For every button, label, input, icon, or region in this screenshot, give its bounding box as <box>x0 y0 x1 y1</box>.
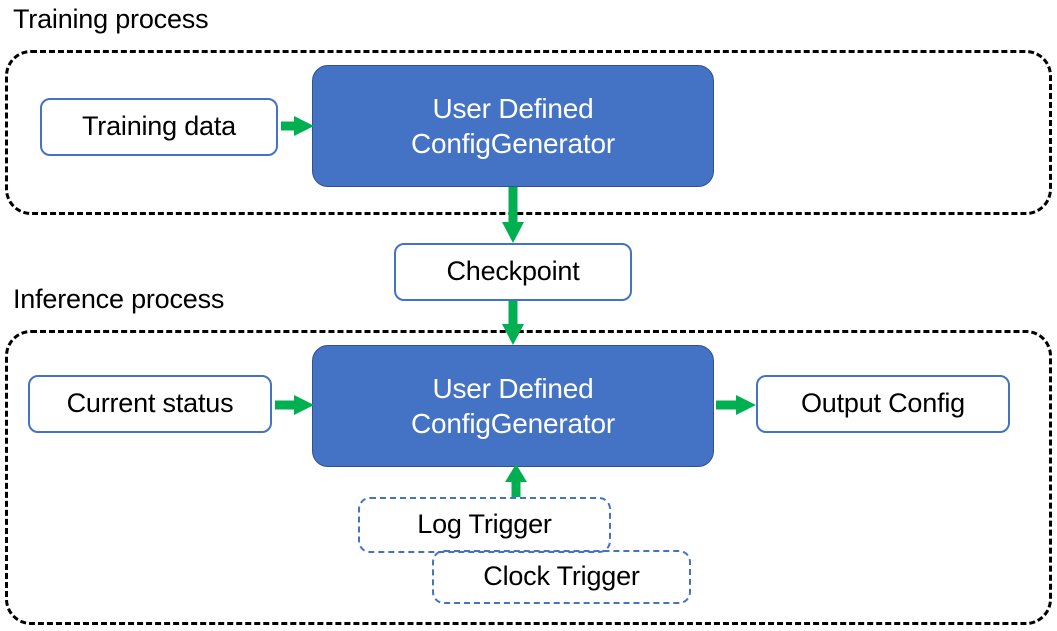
node-udcg-training-line1: User Defined <box>432 93 594 124</box>
node-checkpoint[interactable]: Checkpoint <box>394 243 632 301</box>
inference-process-caption: Inference process <box>13 284 225 314</box>
node-checkpoint-label: Checkpoint <box>446 256 580 287</box>
node-user-defined-configgenerator-training[interactable]: User Defined ConfigGenerator <box>312 65 714 187</box>
node-log-trigger[interactable]: Log Trigger <box>358 497 611 553</box>
node-udcg-inference-line1: User Defined <box>432 373 594 404</box>
node-clock-trigger[interactable]: Clock Trigger <box>432 550 691 604</box>
node-output-config[interactable]: Output Config <box>756 375 1010 433</box>
inference-process-container <box>5 330 1052 625</box>
node-log-trigger-label: Log Trigger <box>417 509 552 540</box>
node-current-status[interactable]: Current status <box>28 375 272 433</box>
node-output-config-label: Output Config <box>800 388 965 419</box>
node-udcg-inference-line2: ConfigGenerator <box>410 408 615 439</box>
training-process-container <box>5 50 1052 215</box>
training-process-caption: Training process <box>13 4 209 34</box>
node-training-data[interactable]: Training data <box>40 98 278 156</box>
node-clock-trigger-label: Clock Trigger <box>483 561 640 592</box>
node-current-status-label: Current status <box>66 388 234 419</box>
node-udcg-training-line2: ConfigGenerator <box>410 128 615 159</box>
node-user-defined-configgenerator-inference[interactable]: User Defined ConfigGenerator <box>312 345 714 467</box>
node-training-data-label: Training data <box>82 111 236 142</box>
